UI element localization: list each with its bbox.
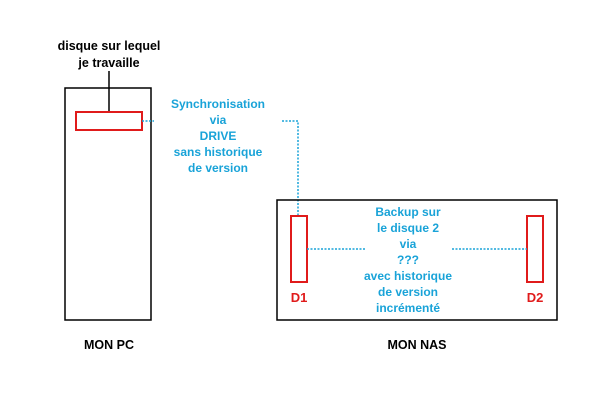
backup-label-line-4: ??? <box>397 253 419 267</box>
nas-disk-d1 <box>290 215 308 283</box>
pc-label: MON PC <box>84 338 134 352</box>
sync-label-line-3: DRIVE <box>199 129 237 143</box>
nas-disk-d1-label: D1 <box>290 290 308 305</box>
backup-label-line-6: de version <box>377 285 439 299</box>
backup-label-line-7: incrémenté <box>375 301 441 315</box>
backup-label-line-3: via <box>399 237 417 251</box>
pc-disk-caption-line-2: je travaille <box>78 56 140 70</box>
sync-link-line <box>142 120 299 216</box>
sync-label-line-1: Synchronisation <box>170 97 265 111</box>
backup-label-line-1: Backup sur <box>375 205 441 219</box>
pc-disk-caption: disque sur lequel je travaille <box>44 38 174 72</box>
backup-label-line-2: le disque 2 <box>376 221 440 235</box>
sync-link-label: Synchronisation via DRIVE sans historiqu… <box>154 96 282 176</box>
backup-label-line-5: avec historique <box>363 269 453 283</box>
sync-label-line-5: de version <box>187 161 249 175</box>
nas-disk-d2 <box>526 215 544 283</box>
pc-box <box>64 87 152 321</box>
pc-disk-caption-line-1: disque sur lequel <box>57 39 161 53</box>
backup-link-label: Backup sur le disque 2 via ??? avec hist… <box>352 204 464 316</box>
pc-disk <box>75 111 143 131</box>
sync-label-line-2: via <box>209 113 227 127</box>
sync-label-line-4: sans historique <box>173 145 263 159</box>
nas-label: MON NAS <box>387 338 447 352</box>
nas-disk-d2-label: D2 <box>526 290 544 305</box>
nas-box <box>276 199 558 321</box>
